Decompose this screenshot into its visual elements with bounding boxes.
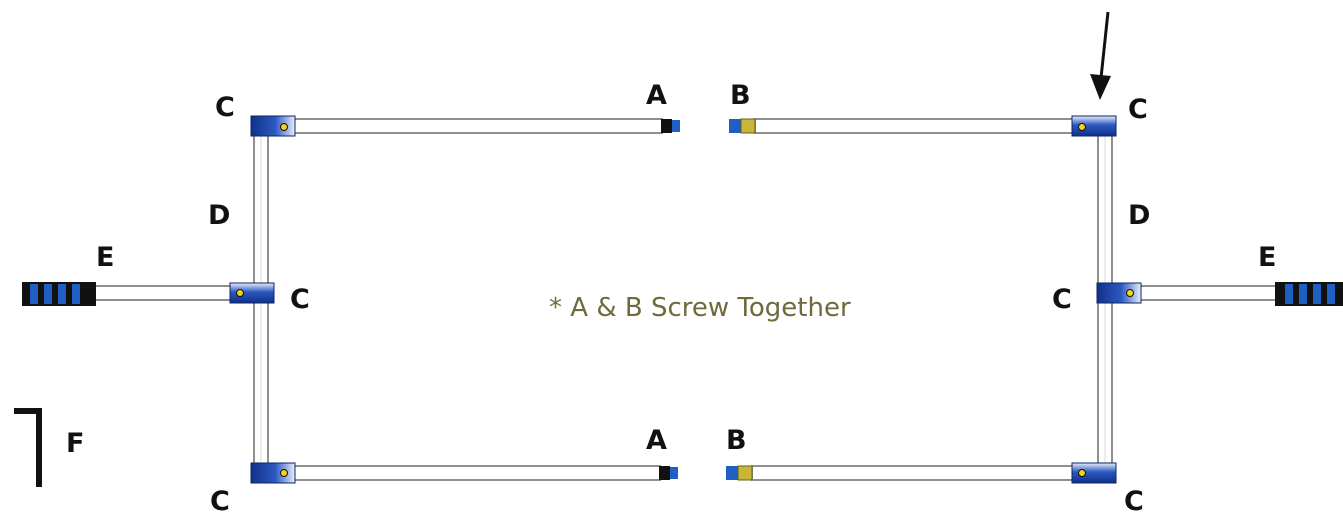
pipes xyxy=(93,118,1279,481)
pipe-e-left xyxy=(93,285,235,301)
label-c-bottom-left: C xyxy=(210,486,230,513)
grip-e-left xyxy=(22,282,96,306)
label-f: F xyxy=(66,428,84,459)
connector-c-mid-right xyxy=(1096,282,1142,304)
label-c-mid-right: C xyxy=(1052,284,1072,315)
connector-c-top-right xyxy=(1071,115,1117,137)
label-a-top: A xyxy=(646,80,667,111)
label-d-right: D xyxy=(1128,200,1150,231)
label-e-right: E xyxy=(1258,242,1276,273)
labels: C A B C D D E C C E F A B C C * A & B Sc… xyxy=(66,80,1276,513)
pipe-top-right xyxy=(754,118,1076,134)
pipe-bottom-right xyxy=(751,465,1075,481)
connector-c-bottom-right xyxy=(1071,462,1117,484)
end-b-bottom xyxy=(726,465,753,481)
connectors xyxy=(229,115,1142,484)
end-b-top xyxy=(729,118,756,134)
grip-e-right xyxy=(1275,282,1343,306)
assembly-note: * A & B Screw Together xyxy=(549,293,851,323)
label-c-top-left: C xyxy=(215,92,235,123)
end-a-bottom xyxy=(659,466,678,480)
label-a-bottom: A xyxy=(646,425,667,456)
label-d-left: D xyxy=(208,200,230,231)
label-c-top-right: C xyxy=(1128,94,1148,125)
label-c-bottom-right: C xyxy=(1124,486,1144,513)
end-a-top xyxy=(661,119,680,133)
label-b-bottom: B xyxy=(726,425,747,456)
label-e-left: E xyxy=(96,242,114,273)
connector-c-mid-left xyxy=(229,282,275,304)
pipe-e-right xyxy=(1137,285,1279,301)
pipe-top-left xyxy=(289,118,663,134)
label-b-top: B xyxy=(730,80,751,111)
bracket-f xyxy=(14,408,42,487)
connector-c-top-left xyxy=(250,115,296,137)
pointer-arrow xyxy=(1090,11,1111,100)
pipe-bottom-left xyxy=(289,465,661,481)
connector-c-bottom-left xyxy=(250,462,296,484)
label-c-mid-left: C xyxy=(290,284,310,315)
screw-ends xyxy=(659,118,756,481)
